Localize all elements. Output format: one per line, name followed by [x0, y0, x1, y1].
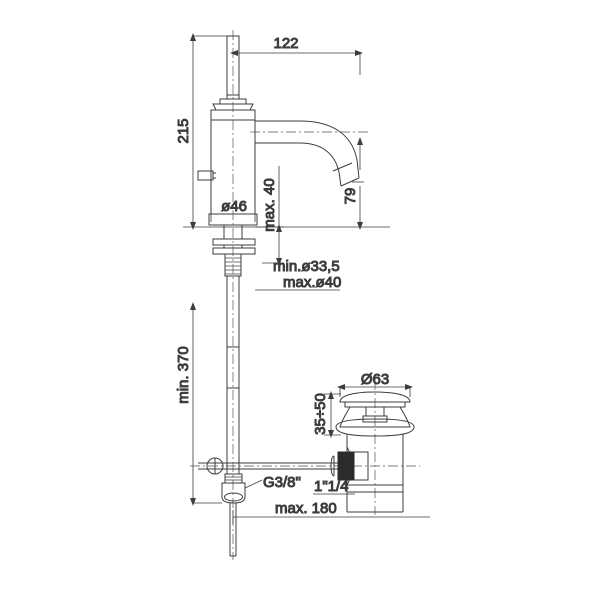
dim-63-arrow-left [337, 384, 345, 390]
dim-79-arrow-bottom [357, 222, 363, 230]
connector-nut-body [221, 482, 246, 504]
dim-label-spout-reach: 122 [273, 35, 298, 52]
dim-label-max-basin-depth: max. 180 [275, 500, 337, 517]
dim-max40-arrow-bottom [276, 258, 282, 266]
dim-122-arrow-right [355, 50, 363, 56]
base-flange-plate [208, 213, 258, 226]
dim-label-overall-height: 215 [175, 118, 192, 143]
waste-cap-seal [344, 401, 406, 408]
waste-assembly [330, 391, 415, 513]
faucet-spout [255, 120, 360, 187]
dim-label-spout-height: 79 [342, 188, 359, 205]
dim-79-arrow-top [357, 137, 363, 145]
boss-body [352, 451, 369, 481]
popup-linkage [198, 457, 352, 475]
deck-flange [208, 213, 258, 226]
dim-215-arrow-top [190, 33, 196, 41]
waste-linkage-boss [330, 451, 369, 481]
mount-washer-upper [212, 238, 256, 246]
spout-aerator-face [340, 177, 360, 187]
dim-label-max-deck-thickness: max. 40 [261, 178, 278, 231]
dim-label-hole-min: min.ø33,5 [273, 258, 340, 275]
dim-3550-arrow-bottom [328, 430, 334, 438]
waste-cap-dome [339, 391, 411, 403]
dim-370-arrow-top [190, 302, 196, 310]
dim-63-arrow-right [405, 384, 413, 390]
side-button [197, 170, 216, 181]
dim-label-supply-min-length: min. 370 [175, 346, 192, 404]
dim-215-arrow-bottom [190, 222, 196, 230]
spout-aerator-collar [332, 162, 353, 172]
dim-label-hole-max: max.ø40 [283, 274, 341, 291]
dimension-lines [190, 33, 430, 524]
boss-nut-outer-curve [330, 455, 335, 477]
supply-pipe-lower [229, 503, 237, 557]
dim-label-waste-flange-diameter: Ø63 [361, 371, 389, 388]
dim-g38-leader [244, 479, 263, 489]
connector-thread-hatch [225, 476, 242, 481]
spout-outer-profile [255, 120, 360, 179]
mount-nut [224, 253, 242, 277]
dim-370-arrow-bottom [190, 498, 196, 506]
dim-label-supply-thread: G3/8" [263, 474, 301, 491]
boss-cap-nut [337, 451, 355, 481]
supply-connector [221, 473, 246, 504]
mount-nut-thread-hatch [225, 257, 241, 275]
waste-flange-cone [339, 406, 411, 428]
supply-hose [226, 276, 240, 474]
dim-label-body-diameter: ø46 [221, 198, 247, 215]
dim-max40-arrow-top [276, 224, 282, 232]
dim-122-arrow-left [230, 50, 238, 56]
connector-nut-collar [224, 492, 243, 502]
dim-label-waste-adjust-range: 35÷50 [312, 393, 329, 435]
dim-3550-arrow-top [328, 391, 334, 399]
connector-thread-body [224, 473, 243, 484]
waste-flange-disc [335, 418, 415, 437]
mounting-hardware [212, 225, 256, 277]
side-button-box [197, 170, 214, 181]
spout-inner-profile [255, 142, 342, 187]
dim-label-waste-thread: 1"1/4 [314, 478, 349, 495]
mount-washer-lower [212, 247, 256, 255]
